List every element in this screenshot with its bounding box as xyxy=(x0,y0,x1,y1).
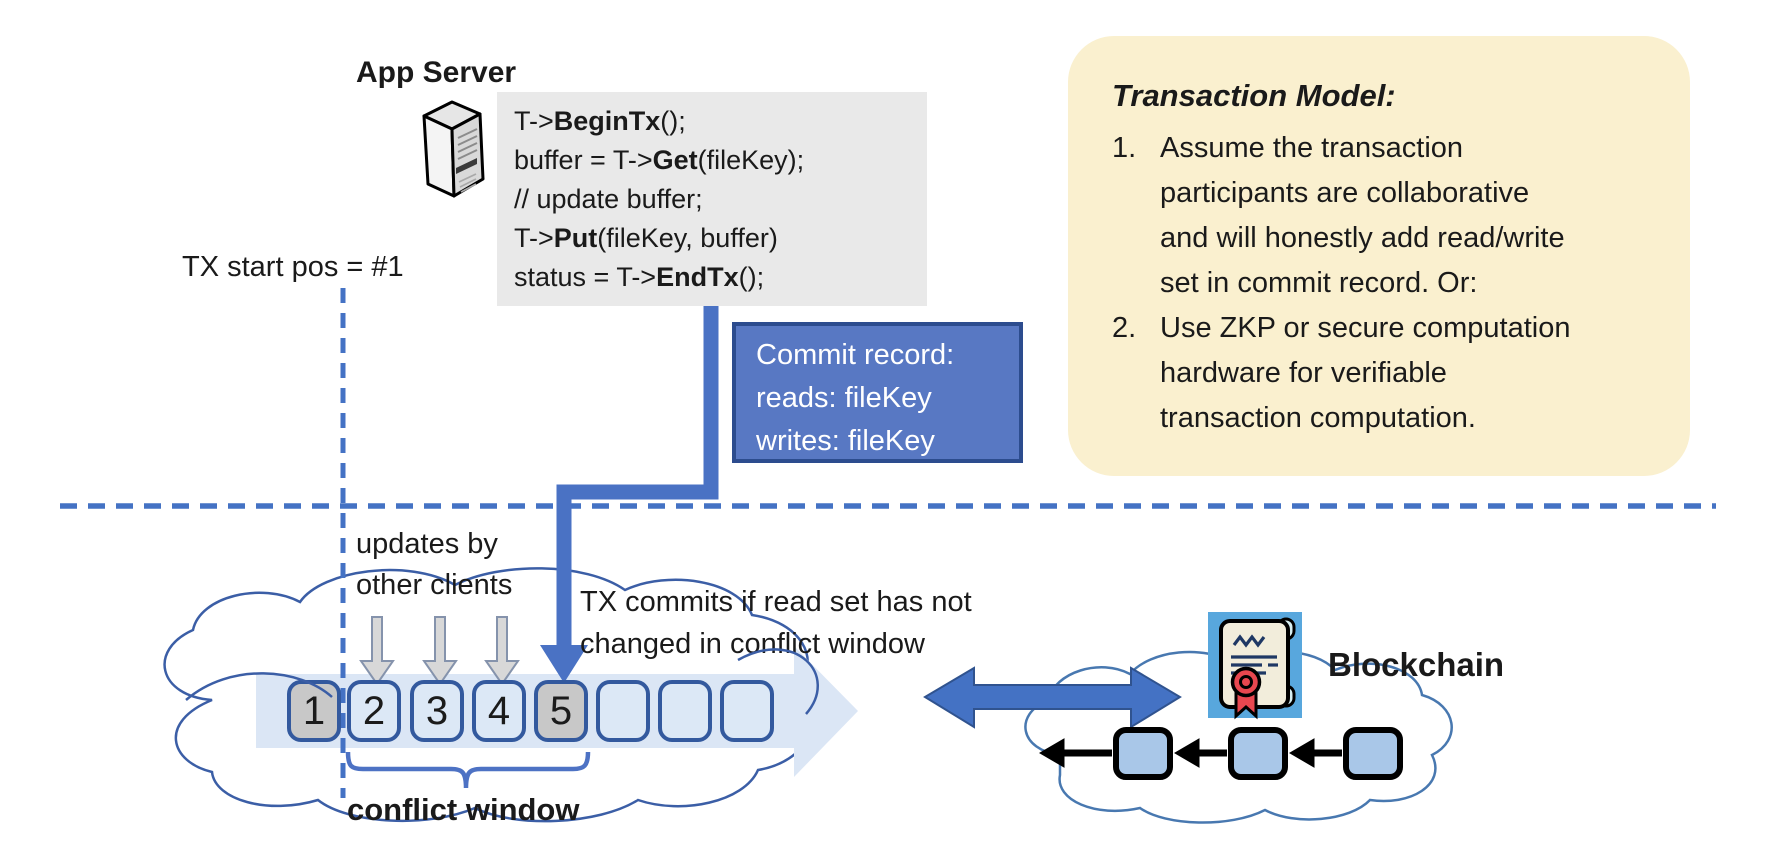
conflict-window-brace xyxy=(345,751,591,789)
transaction-model-title: Transaction Model: xyxy=(1112,78,1396,113)
timeline-block-empty-6 xyxy=(658,680,712,742)
double-arrow-icon xyxy=(923,666,1182,729)
transaction-code-block: T->BeginTx();buffer = T->Get(fileKey);//… xyxy=(497,92,927,306)
blockchain-block-1 xyxy=(1113,727,1173,780)
certificate-icon xyxy=(1208,612,1302,720)
timeline-block-5: 5 xyxy=(534,680,588,742)
down-arrow-icon xyxy=(359,616,395,686)
transaction-model-note: Transaction Model: 1.Assume the transact… xyxy=(1068,36,1690,476)
server-icon xyxy=(422,100,485,198)
timeline-block-2: 2 xyxy=(347,680,401,742)
timeline-block-empty-7 xyxy=(720,680,774,742)
blockchain-block-2 xyxy=(1228,727,1288,780)
timeline-block-1: 1 xyxy=(287,680,341,742)
commit-connector-arrow xyxy=(540,305,719,683)
down-arrow-icon xyxy=(484,616,520,686)
app-server-title: App Server xyxy=(356,56,517,89)
blockchain-block-3 xyxy=(1343,727,1403,780)
conflict-window-label: conflict window xyxy=(347,792,580,827)
timeline-block-empty-5 xyxy=(596,680,650,742)
timeline-block-4: 4 xyxy=(472,680,526,742)
tx-start-pos-label: TX start pos = #1 xyxy=(182,251,404,283)
blockchain-label: Blockchain xyxy=(1328,646,1505,683)
chain-arrow-icon xyxy=(1039,738,1342,768)
down-arrow-icon xyxy=(422,616,458,686)
timeline-block-3: 3 xyxy=(410,680,464,742)
tx-commits-label: TX commits if read set has not changed i… xyxy=(580,586,972,660)
updates-by-other-clients-label: updates by other clients xyxy=(356,528,513,601)
